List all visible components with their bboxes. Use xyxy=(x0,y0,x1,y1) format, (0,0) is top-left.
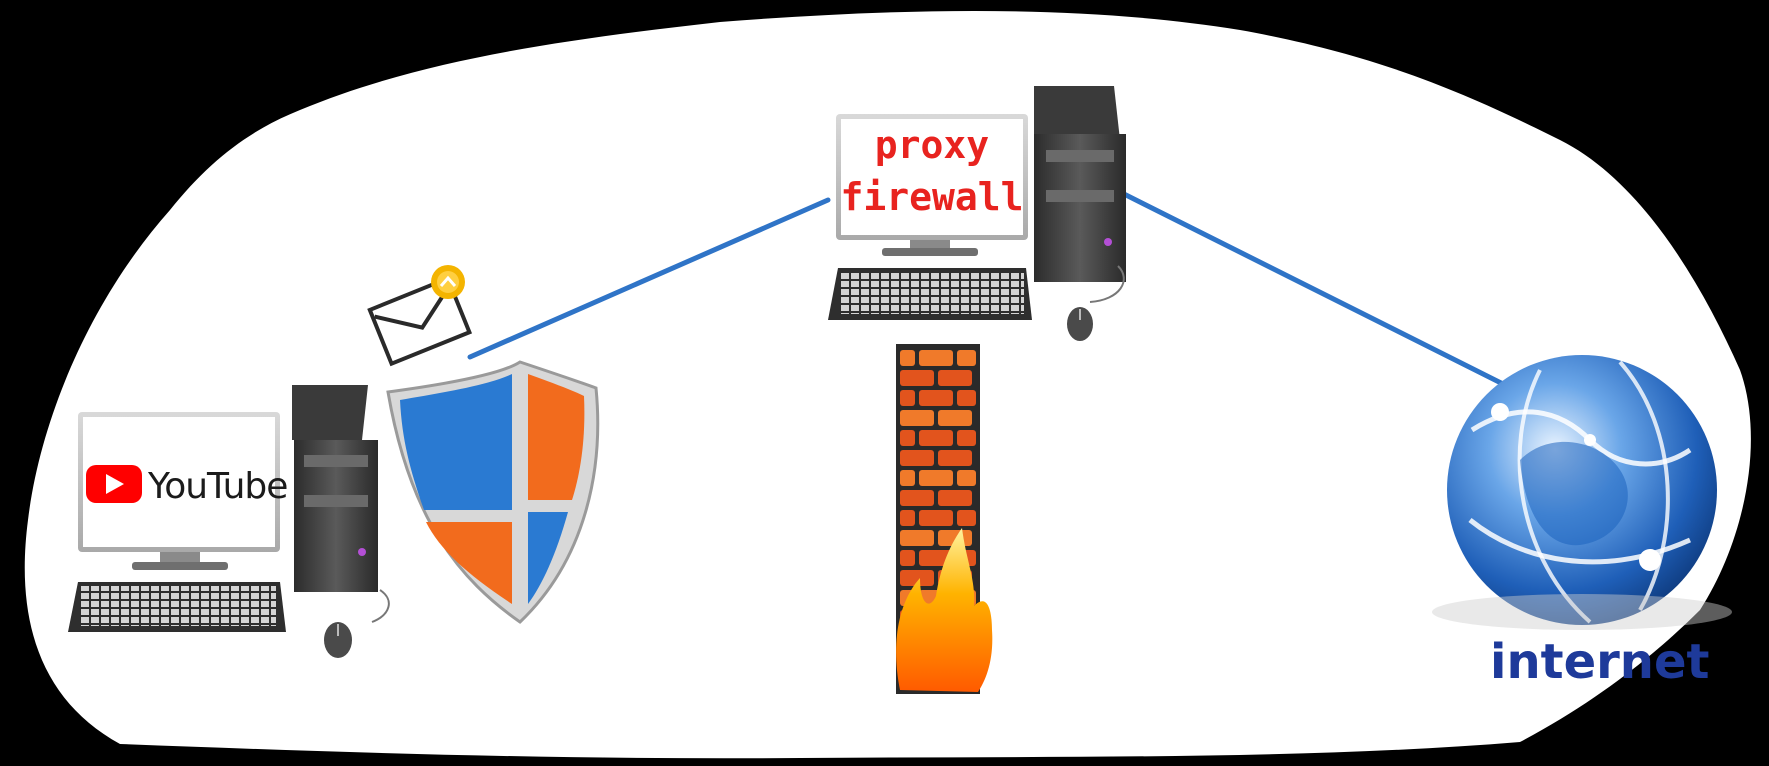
brick-firewall-icon xyxy=(896,344,993,694)
envelope-icon xyxy=(367,265,473,367)
proxy-label: proxy xyxy=(875,123,989,167)
brick xyxy=(919,430,953,446)
brick xyxy=(919,470,953,486)
brick xyxy=(900,570,934,586)
youtube-logo: YouTube xyxy=(86,465,288,507)
security-shield-icon xyxy=(386,360,600,624)
brick xyxy=(957,350,976,366)
brick xyxy=(900,490,934,506)
youtube-wordmark: YouTube xyxy=(147,466,287,507)
client-keyboard xyxy=(68,582,286,632)
brick xyxy=(900,550,915,566)
brick xyxy=(957,470,976,486)
brick xyxy=(919,390,953,406)
brick xyxy=(900,510,915,526)
brick xyxy=(957,510,976,526)
flame-icon xyxy=(896,528,993,692)
client-mouse xyxy=(324,589,390,658)
client-tower xyxy=(292,385,378,592)
brick xyxy=(919,350,953,366)
brick xyxy=(900,370,934,386)
brick xyxy=(900,450,934,466)
proxy-firewall-server: proxy firewall xyxy=(828,86,1126,341)
client-computer: YouTube xyxy=(68,385,390,658)
brick xyxy=(919,510,953,526)
brick xyxy=(938,450,972,466)
brick xyxy=(938,490,972,506)
white-background-blob xyxy=(24,10,1751,759)
proxy-tower xyxy=(1034,86,1126,282)
proxy-keyboard xyxy=(828,268,1032,320)
brick xyxy=(957,390,976,406)
link-shield-to-proxy xyxy=(467,197,831,360)
brick xyxy=(900,390,915,406)
proxy-monitor: proxy firewall xyxy=(836,114,1028,256)
brick xyxy=(938,410,972,426)
brick xyxy=(900,530,934,546)
brick xyxy=(900,410,934,426)
link-proxy-to-internet xyxy=(1117,189,1518,393)
globe-icon xyxy=(1432,355,1732,630)
brick xyxy=(938,370,972,386)
brick xyxy=(957,430,976,446)
brick xyxy=(900,430,915,446)
brick xyxy=(900,350,915,366)
proxy-mouse xyxy=(1067,265,1125,341)
internet-label: internet xyxy=(1490,634,1709,690)
brick xyxy=(900,470,915,486)
firewall-label: firewall xyxy=(840,175,1023,219)
